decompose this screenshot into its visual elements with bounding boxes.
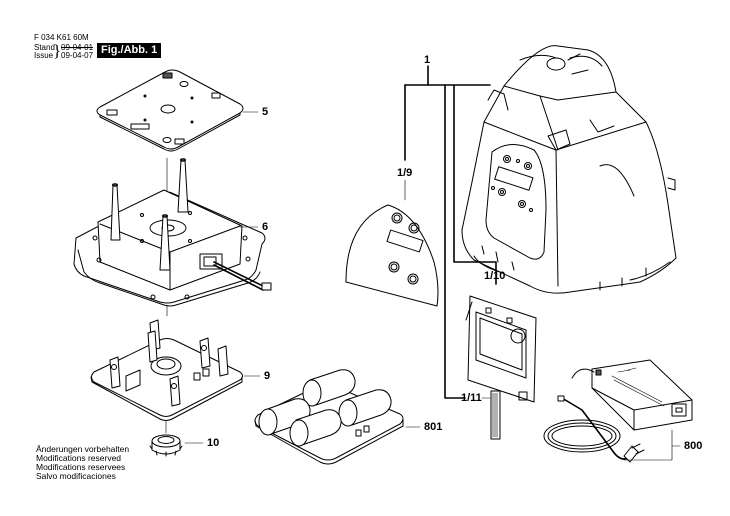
issue-date: 09-04-07 [61, 51, 94, 60]
part-10-threaded-ring [149, 434, 183, 457]
part-6-base-housing [73, 158, 272, 307]
part-label-801: 801 [424, 421, 443, 433]
footer-line-fr: Modifications reservees [36, 462, 126, 472]
part-801-battery-pack [254, 369, 404, 465]
stand-label: Stand [34, 43, 55, 52]
part-1-laser-housing [461, 45, 677, 294]
part-label-1-10: 1/10 [484, 270, 506, 282]
issue-label: Issue [34, 51, 54, 60]
part-label-5: 5 [262, 106, 269, 118]
part-800-charger [543, 359, 693, 463]
bracket-part-1 [404, 65, 497, 399]
part-label-1: 1 [424, 54, 431, 66]
bracket-part-800 [623, 429, 681, 461]
footer-line-es: Salvo modificaciones [36, 471, 116, 481]
part-1-10-display-board [465, 295, 537, 403]
stand-date: 09-04-01 [61, 43, 94, 52]
part-label-6: 6 [262, 221, 269, 233]
part-label-1-11: 1/11 [461, 392, 482, 404]
brace-symbol: } [53, 41, 62, 60]
part-label-10: 10 [207, 437, 220, 449]
part-label-1-9: 1/9 [397, 167, 413, 179]
part-1-11-ribbon-cable [490, 390, 501, 440]
footer-line-en: Modifications reserved [36, 453, 122, 463]
part-9-battery-frame [90, 319, 243, 421]
footer-line-de: Änderungen vorbehalten [36, 444, 130, 454]
figure-badge: Fig./Abb. 1 [97, 43, 162, 58]
part-1-9-keypad [345, 204, 439, 307]
part-label-800: 800 [684, 440, 703, 452]
part-label-9: 9 [264, 370, 271, 382]
part-5-circuit-board [96, 69, 244, 152]
part-number: F 034 K61 60M [34, 33, 89, 42]
